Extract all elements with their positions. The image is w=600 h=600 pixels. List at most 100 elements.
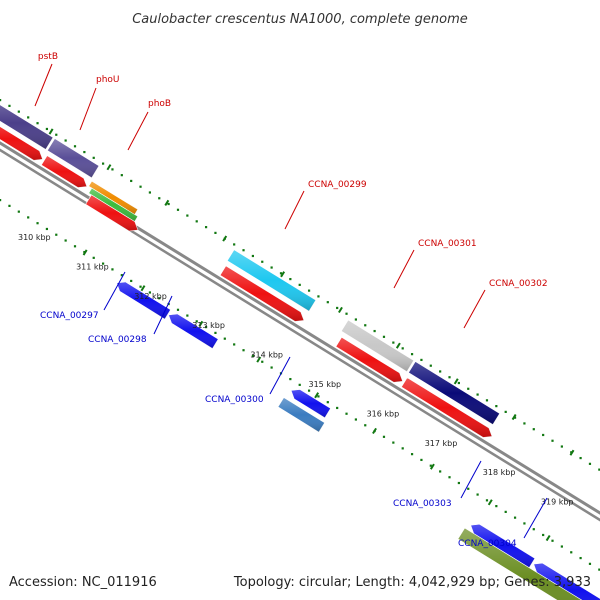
tick-label: 311 kbp: [76, 262, 109, 271]
gene-label-ccna-00303: CCNA_00303: [393, 460, 482, 509]
ccna00303b-cds-shade: [533, 563, 600, 600]
track-dot: [542, 433, 545, 437]
track-dot: [392, 341, 395, 344]
tick-mark: [372, 427, 377, 435]
ccna00304-band: [457, 527, 583, 600]
pstB-cds: [0, 126, 43, 161]
track-dot: [55, 133, 58, 136]
track-dot: [186, 214, 189, 217]
tick-mark: [511, 413, 517, 421]
track-dot: [439, 370, 442, 373]
leader-line: [269, 356, 291, 395]
track-dot: [495, 405, 498, 408]
track-dot: [148, 191, 152, 194]
ccna00301-cds-shade: [335, 337, 403, 383]
leader-line: [103, 271, 126, 311]
map-title: Caulobacter crescentus NA1000, complete …: [132, 12, 468, 27]
track-dot: [307, 389, 311, 392]
tick-label: 314 kbp: [250, 351, 283, 360]
track-dot: [336, 406, 339, 410]
track-dot: [364, 324, 367, 327]
tick-label: 310 kbp: [18, 233, 51, 242]
tick-mark: [140, 285, 146, 292]
feature-tracks: [0, 104, 600, 600]
pstB-band: [0, 104, 54, 150]
track-dot: [242, 249, 245, 252]
track-dot: [27, 216, 30, 219]
tick-mark: [569, 449, 575, 456]
track-dot: [45, 127, 49, 131]
leader-line: [127, 111, 149, 151]
track-dot: [326, 401, 329, 404]
tick-mark: [82, 249, 88, 256]
track-dot: [214, 231, 217, 234]
track-dot: [101, 262, 105, 265]
gene-label-ccna-00302: CCNA_00302: [463, 279, 548, 329]
tick-mark: [395, 342, 401, 349]
track-dot: [485, 499, 489, 502]
track-dot: [382, 435, 386, 438]
track-dot: [176, 308, 180, 311]
ccna00300-band-shade: [277, 397, 325, 433]
track-dot: [73, 245, 77, 248]
phoB-cds: [85, 194, 139, 232]
tick-mark: [545, 534, 551, 542]
track-dot: [551, 539, 554, 542]
scale-tick: 316 kbp: [367, 342, 435, 470]
ccna00299-band-shade: [227, 249, 316, 312]
track-dot: [55, 233, 58, 236]
leader-line: [284, 190, 305, 230]
track-dot: [167, 202, 170, 206]
track-dot: [560, 445, 563, 448]
track-dot: [401, 347, 404, 350]
track-dot: [513, 516, 517, 519]
pstB-band-shade: [0, 104, 54, 150]
track-dot: [36, 122, 39, 125]
leader-line: [153, 295, 173, 335]
track-dot: [336, 306, 339, 310]
scale-tick: 313 kbp: [192, 235, 262, 363]
tick-mark: [222, 235, 228, 242]
track-dot: [588, 462, 592, 465]
outer-dot-track: [0, 99, 600, 471]
leader-line: [460, 460, 482, 499]
track-dot: [364, 424, 367, 427]
track-dot: [476, 393, 479, 396]
track-dot: [467, 387, 470, 390]
gene-name: CCNA_00297: [40, 311, 99, 321]
track-dot: [261, 260, 264, 263]
gene-label-ccna-00297: CCNA_00297: [40, 271, 126, 321]
phoB-cds-shade: [85, 194, 138, 232]
gene-label-ccna-00301: CCNA_00301: [393, 239, 477, 289]
track-dot: [8, 204, 11, 207]
ccna00299-band: [226, 249, 317, 312]
tick-label: 317 kbp: [425, 439, 458, 448]
scale-tick: 315 kbp: [309, 306, 377, 435]
track-dot: [448, 476, 451, 479]
phoU-band: [46, 138, 100, 179]
track-dot: [354, 318, 357, 321]
ccna00302-cds-shade: [401, 377, 492, 438]
tick-label: 315 kbp: [309, 380, 342, 389]
track-dot: [542, 533, 545, 537]
track-dot: [588, 562, 592, 565]
track-dot: [439, 470, 442, 473]
tick-mark: [487, 499, 493, 506]
track-dot: [186, 314, 189, 317]
track-dot: [579, 556, 582, 560]
gene-label-ccna-00298: CCNA_00298: [88, 295, 173, 345]
gene-name: CCNA_00301: [418, 239, 477, 249]
gene-name: CCNA_00300: [205, 395, 264, 405]
gene-label-pstb: pstB: [34, 52, 58, 107]
ccna00301-band: [340, 319, 415, 372]
track-dot: [158, 197, 161, 200]
track-dot: [0, 99, 2, 102]
track-dot: [251, 254, 254, 258]
leader-line: [79, 87, 97, 131]
track-dot: [148, 291, 152, 294]
tick-dot-tracks: [0, 99, 600, 571]
ccna00299-cds: [219, 265, 305, 322]
tick-mark: [256, 356, 262, 363]
tick-mark: [280, 271, 286, 278]
